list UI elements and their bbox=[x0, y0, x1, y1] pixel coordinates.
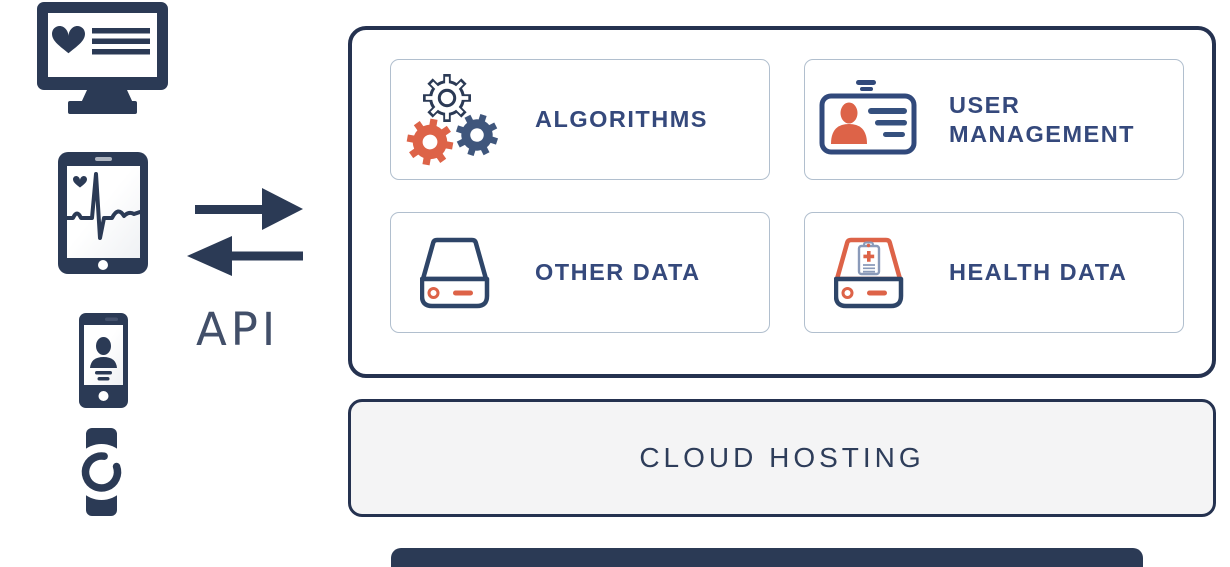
hard-drive-icon bbox=[405, 213, 505, 332]
smartwatch-icon bbox=[73, 428, 130, 521]
card-health-data: HEALTH DATA bbox=[804, 212, 1184, 333]
cloud-hosting-label: CLOUD HOSTING bbox=[639, 442, 925, 473]
smartphone-user-icon bbox=[79, 313, 128, 413]
card-label: USER MANAGEMENT bbox=[949, 91, 1136, 147]
card-label: ALGORITHMS bbox=[535, 106, 708, 133]
cloud-hosting-bar: CLOUD HOSTING bbox=[348, 399, 1216, 517]
api-label: API bbox=[196, 303, 280, 356]
desktop-monitor-icon bbox=[35, 2, 170, 120]
card-label: OTHER DATA bbox=[535, 259, 701, 286]
tablet-ecg-icon bbox=[58, 152, 148, 279]
gears-icon bbox=[405, 60, 505, 179]
id-badge-icon bbox=[819, 60, 919, 179]
arrow-left-icon bbox=[187, 236, 303, 281]
health-data-drive-icon bbox=[819, 213, 919, 332]
card-algorithms: ALGORITHMS bbox=[390, 59, 770, 180]
card-other-data: OTHER DATA bbox=[390, 212, 770, 333]
card-user-management: USER MANAGEMENT bbox=[804, 59, 1184, 180]
arrow-right-icon bbox=[195, 188, 303, 235]
bottom-strip bbox=[391, 548, 1143, 567]
card-label: HEALTH DATA bbox=[949, 259, 1128, 286]
